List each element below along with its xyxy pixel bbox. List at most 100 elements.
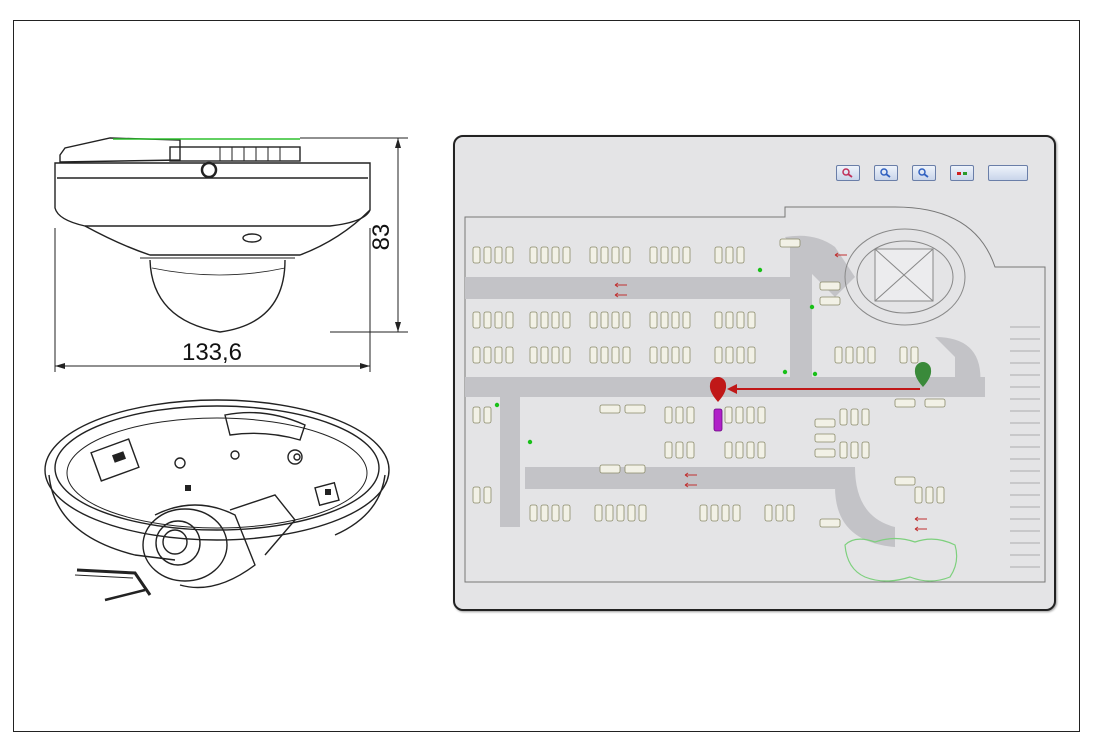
parked-car — [551, 346, 560, 364]
parked-car — [627, 504, 636, 522]
parked-car — [505, 311, 514, 329]
parked-car — [649, 346, 658, 364]
parked-car — [724, 441, 733, 459]
driveway — [525, 467, 835, 489]
parked-car — [746, 406, 755, 424]
parked-car — [505, 246, 514, 264]
parking-map[interactable] — [455, 137, 1054, 609]
parked-car — [686, 441, 695, 459]
parked-car — [747, 346, 756, 364]
parked-car — [924, 398, 946, 408]
parked-car — [910, 346, 919, 364]
sensor-dot — [812, 371, 818, 377]
zoom-reset-button[interactable] — [912, 165, 936, 181]
parked-car — [599, 464, 621, 474]
ramp-core — [874, 248, 934, 302]
parked-car — [850, 441, 859, 459]
parked-car — [845, 346, 854, 364]
zoom-out-button[interactable] — [874, 165, 898, 181]
parked-car — [814, 418, 836, 428]
parked-car — [725, 246, 734, 264]
driveway — [790, 237, 812, 387]
parked-car — [551, 504, 560, 522]
parked-car — [624, 404, 646, 414]
parked-car — [867, 346, 876, 364]
driveway — [465, 277, 805, 299]
direction-arrow — [614, 292, 627, 298]
sensor-dot — [782, 369, 788, 375]
parked-car — [660, 246, 669, 264]
parked-car — [611, 246, 620, 264]
parked-car — [675, 441, 684, 459]
direction-arrow — [614, 282, 627, 288]
target-parking-spot — [713, 408, 723, 432]
parked-car — [710, 504, 719, 522]
destination-marker — [709, 377, 727, 402]
parked-car — [594, 504, 603, 522]
green-zone — [844, 537, 958, 582]
parked-car — [757, 406, 766, 424]
zoom-in-icon — [842, 168, 853, 178]
parked-car — [764, 504, 773, 522]
parked-car — [483, 246, 492, 264]
parked-car — [472, 346, 481, 364]
height-dimension-label: 83 — [368, 224, 395, 251]
zoom-reset-icon — [918, 168, 929, 178]
parked-car — [819, 296, 841, 306]
parked-car — [562, 311, 571, 329]
parked-car — [834, 346, 843, 364]
route-arrowhead — [727, 384, 737, 394]
parked-car — [725, 346, 734, 364]
parked-car — [746, 441, 755, 459]
parked-car — [660, 346, 669, 364]
parked-car — [819, 281, 841, 291]
parked-car — [529, 311, 538, 329]
driveway — [935, 337, 981, 397]
parked-car — [660, 311, 669, 329]
parked-car — [529, 246, 538, 264]
parked-car — [856, 346, 865, 364]
parked-car — [736, 346, 745, 364]
parked-car — [494, 311, 503, 329]
parked-car — [551, 311, 560, 329]
parked-car — [589, 311, 598, 329]
parked-car — [682, 246, 691, 264]
parked-car — [725, 311, 734, 329]
parked-car — [894, 398, 916, 408]
parked-car — [638, 504, 647, 522]
parked-car — [819, 518, 841, 528]
parked-car — [649, 246, 658, 264]
parked-car — [540, 504, 549, 522]
parked-car — [649, 311, 658, 329]
zoom-in-button[interactable] — [836, 165, 860, 181]
parked-car — [686, 406, 695, 424]
building-outline — [464, 206, 1046, 583]
parked-car — [936, 486, 945, 504]
parked-car — [624, 464, 646, 474]
parked-car — [664, 406, 673, 424]
parked-car — [599, 404, 621, 414]
blank-button[interactable] — [988, 165, 1028, 181]
parked-car — [735, 441, 744, 459]
layers-button[interactable] — [950, 165, 974, 181]
parked-car — [914, 486, 923, 504]
parked-car — [540, 346, 549, 364]
parked-car — [894, 476, 916, 486]
parked-car — [472, 406, 481, 424]
zoom-out-icon — [880, 168, 891, 178]
parked-car — [714, 311, 723, 329]
parked-car — [714, 246, 723, 264]
parked-car — [736, 311, 745, 329]
parked-car — [850, 408, 859, 426]
parked-car — [616, 504, 625, 522]
direction-arrow — [834, 252, 847, 258]
parked-car — [551, 246, 560, 264]
parked-car — [732, 504, 741, 522]
parked-car — [682, 346, 691, 364]
parked-car — [589, 346, 598, 364]
bracket-top — [169, 146, 301, 162]
parked-car — [714, 346, 723, 364]
parked-car — [839, 408, 848, 426]
parked-car — [861, 408, 870, 426]
parked-car — [839, 441, 848, 459]
